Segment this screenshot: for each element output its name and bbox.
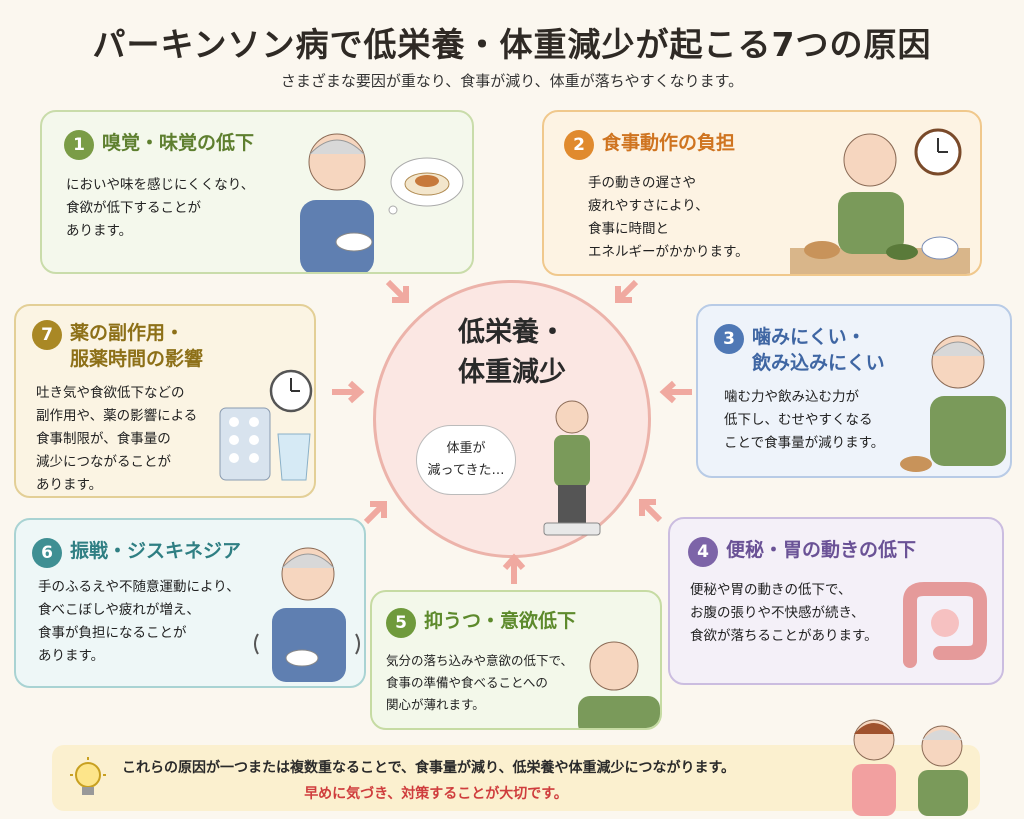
cause-card-7: 7 薬の副作用・ 服薬時間の影響 吐き気や食欲低下などの 副作用や、薬の影響によ… — [14, 304, 316, 498]
summary-text: これらの原因が一つまたは複数重なることで、食事量が減り、低栄養や体重減少につなが… — [122, 760, 736, 776]
cause-description: 気分の落ち込みや意欲の低下で、 食事の準備や食べることへの 関心が薄れます。 — [386, 653, 574, 712]
cause-description: 吐き気や食欲低下などの 副作用や、薬の影響による 食事制限が、食事量の 減少につ… — [36, 385, 198, 493]
cause-number: 6 — [32, 538, 62, 568]
lightbulb-icon — [70, 757, 106, 795]
cause-description: においや味を感じにくくなり、 食欲が低下することが あります。 — [66, 177, 255, 239]
cause-card-1: 1 嗅覚・味覚の低下 においや味を感じにくくなり、 食欲が低下することが ありま… — [40, 110, 474, 274]
cause-number: 1 — [64, 130, 94, 160]
summary-warning: 早めに気づき、対策することが大切です。 — [304, 786, 568, 802]
water-glass-icon — [277, 433, 311, 481]
cause-description: 手のふるえや不随意運動により、 食べこぼしや疲れが増え、 食事が負担になることが… — [38, 579, 240, 664]
cause-number: 5 — [386, 608, 416, 638]
cause-card-2: 2 食事動作の負担 手の動きの遅さや 疲れやすさにより、 食事に時間と エネルギ… — [542, 110, 982, 276]
clock-icon — [269, 369, 313, 413]
food-thought-icon — [388, 157, 464, 215]
cause-title: 振戦・ジスキネジア — [70, 540, 242, 562]
pill-pack-icon — [219, 407, 271, 481]
arrow-from-cause-4 — [639, 499, 663, 523]
cause-title: 嗅覚・味覚の低下 — [102, 132, 255, 154]
cause-title: 食事動作の負担 — [602, 132, 736, 154]
cause-number: 2 — [564, 130, 594, 160]
thought-bubble: 体重が 減ってきた… — [416, 425, 516, 495]
cause-number: 4 — [688, 537, 718, 567]
cause-number: 7 — [32, 320, 62, 350]
cause-title: 抑うつ・意欲低下 — [424, 610, 577, 632]
cause-title: 噛みにくい・ 飲み込みにくい — [752, 326, 885, 374]
arrow-from-cause-3 — [659, 380, 692, 404]
choking-icon — [900, 335, 1006, 472]
cause-card-6: 6 振戦・ジスキネジア 手のふるえや不随意運動により、 食べこぼしや疲れが増え、… — [14, 518, 366, 688]
caregiver-icon — [852, 719, 968, 816]
center-title: 低栄養・ 体重減少 — [458, 317, 566, 388]
page-title: パーキンソン病で低栄養・体重減少が起こる7つの原因 — [92, 25, 932, 64]
cause-card-3: 3 噛みにくい・ 飲み込みにくい 噛む力や飲み込む力が 低下し、むせやすくなる … — [696, 304, 1012, 478]
summary-banner: これらの原因が一つまたは複数重なることで、食事量が減り、低栄養や体重減少につなが… — [52, 745, 980, 811]
tremor-icon — [254, 547, 360, 682]
cause-card-4: 4 便秘・胃の動きの低下 便秘や胃の動きの低下で、 お腹の張りや不快感が続き、 … — [668, 517, 1004, 685]
intestine-icon — [903, 582, 987, 668]
page-subtitle: さまざまな要因が重なり、食事が減り、体重が落ちやすくなります。 — [280, 72, 744, 90]
meal-tray-icon — [790, 133, 970, 274]
sad-person-icon — [578, 641, 660, 728]
cause-title: 薬の副作用・ 服薬時間の影響 — [70, 322, 204, 370]
elderly-eating-icon — [300, 133, 374, 272]
arrow-from-cause-7 — [332, 380, 365, 404]
cause-description: 手の動きの遅さや 疲れやすさにより、 食事に時間と エネルギーがかかります。 — [588, 175, 749, 260]
scale-person-icon — [543, 400, 601, 536]
cause-description: 便秘や胃の動きの低下で、 お腹の張りや不快感が続き、 食欲が落ちることがあります… — [690, 582, 878, 644]
cause-description: 噛む力や飲み込む力が 低下し、むせやすくなる ことで食事量が減ります。 — [724, 389, 885, 451]
center-result-circle: 低栄養・ 体重減少 体重が 減ってきた… — [373, 280, 651, 558]
cause-number: 3 — [714, 324, 744, 354]
clock-icon — [914, 128, 962, 176]
arrow-from-cause-1 — [385, 279, 409, 303]
cause-title: 便秘・胃の動きの低下 — [726, 539, 917, 561]
cause-card-5: 5 抑うつ・意欲低下 気分の落ち込みや意欲の低下で、 食事の準備や食べることへの… — [370, 590, 662, 730]
arrow-from-cause-6 — [363, 501, 387, 525]
arrow-from-cause-2 — [615, 279, 639, 303]
arrow-from-cause-5 — [502, 553, 526, 584]
